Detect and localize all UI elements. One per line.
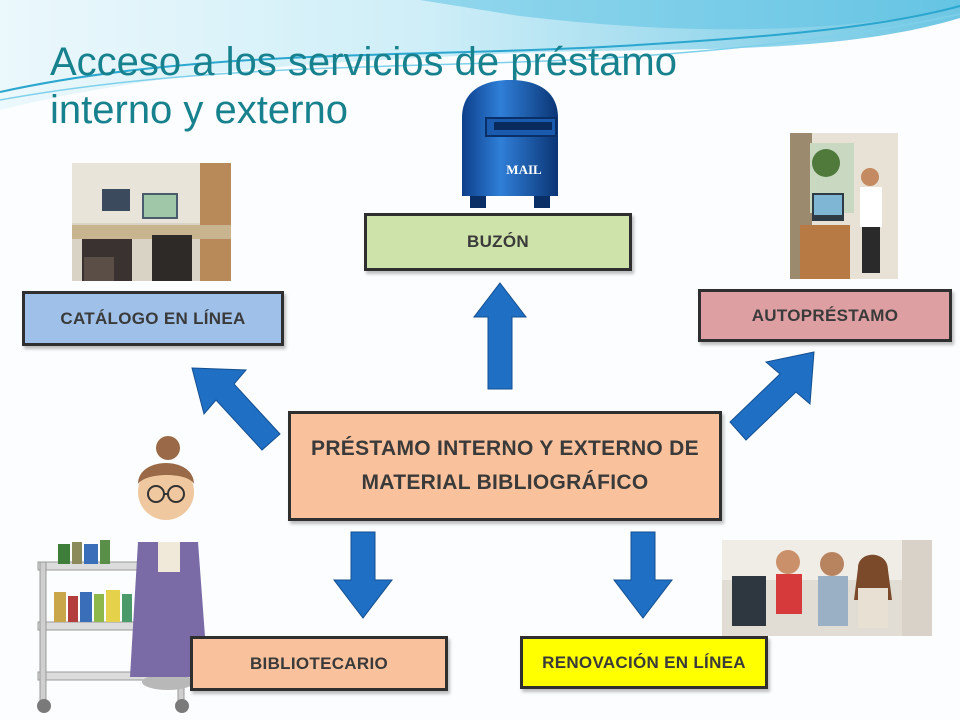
librarian-illustration xyxy=(37,436,208,713)
node-catalogo-label: CATÁLOGO EN LÍNEA xyxy=(60,308,246,328)
node-bibliotecario: BIBLIOTECARIO xyxy=(190,636,448,691)
mailbox-label: MAIL xyxy=(506,162,542,177)
node-buzon: BUZÓN xyxy=(364,213,632,271)
mailbox-illustration: MAIL xyxy=(462,80,558,208)
slide-title-line1: Acceso a los servicios de préstamo xyxy=(50,40,677,84)
computer-lab-photo xyxy=(72,163,231,281)
node-catalogo-en-linea: CATÁLOGO EN LÍNEA xyxy=(22,291,284,346)
node-renovacion-en-linea: RENOVACIÓN EN LÍNEA xyxy=(520,636,768,689)
arrow-down-to-bibliotecario xyxy=(332,531,394,619)
header-wave-decoration xyxy=(0,0,960,110)
center-node-prestamo: PRÉSTAMO INTERNO Y EXTERNO DE MATERIAL B… xyxy=(288,411,722,521)
students-computer-photo xyxy=(722,540,932,636)
center-node-line2: MATERIAL BIBLIOGRÁFICO xyxy=(361,471,649,494)
arrow-up-to-buzon xyxy=(472,282,528,390)
arrow-up-left-to-catalogo xyxy=(191,367,281,451)
center-node-line1: PRÉSTAMO INTERNO Y EXTERNO DE xyxy=(311,437,699,460)
slide-title: Acceso a los servicios de préstamo inter… xyxy=(50,38,770,134)
slide-title-line2: interno y externo xyxy=(50,88,348,132)
node-buzon-label: BUZÓN xyxy=(467,232,529,251)
node-renovacion-label: RENOVACIÓN EN LÍNEA xyxy=(542,652,746,672)
node-bibliotecario-label: BIBLIOTECARIO xyxy=(249,653,388,673)
arrow-down-to-renovacion xyxy=(612,531,674,619)
arrow-up-right-to-autoprestamo xyxy=(729,351,815,441)
node-autoprestamo-label: AUTOPRÉSTAMO xyxy=(751,305,899,325)
node-autoprestamo: AUTOPRÉSTAMO xyxy=(698,289,952,342)
self-checkout-photo xyxy=(790,133,898,279)
